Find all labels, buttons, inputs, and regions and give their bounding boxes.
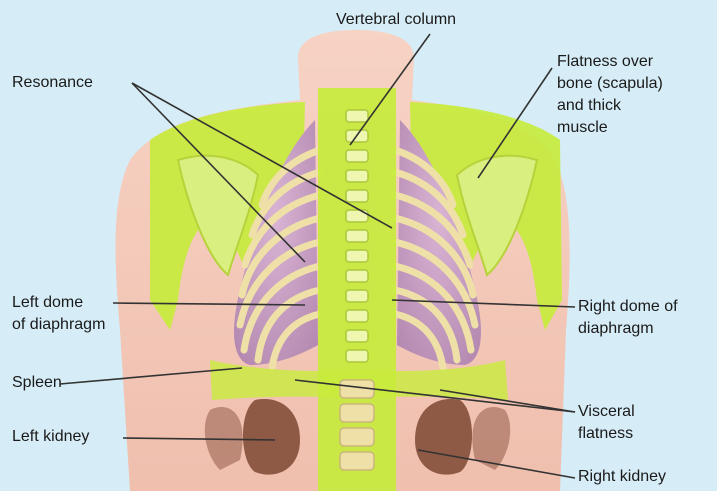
label-flatness-line-2: bone (scapula)	[557, 73, 663, 95]
label-left-kidney-text: Left kidney	[12, 426, 89, 448]
label-resonance: Resonance	[12, 72, 93, 94]
label-flatness-line-3: and thick	[557, 95, 663, 117]
label-flatness-line-1: Flatness over	[557, 51, 663, 73]
label-visceral-line-2: flatness	[578, 423, 635, 445]
label-visceral-flatness: Visceral flatness	[578, 401, 635, 445]
label-left-kidney: Left kidney	[12, 426, 89, 448]
label-right-kidney: Right kidney	[578, 466, 666, 488]
label-spleen-text: Spleen	[12, 372, 62, 394]
label-left-dome-line-1: Left dome	[12, 292, 105, 314]
label-right-dome: Right dome of diaphragm	[578, 296, 678, 340]
label-vertebral-column-text: Vertebral column	[336, 9, 456, 31]
label-flatness-line-4: muscle	[557, 117, 663, 139]
label-right-dome-line-1: Right dome of	[578, 296, 678, 318]
label-visceral-line-1: Visceral	[578, 401, 635, 423]
label-right-dome-line-2: diaphragm	[578, 318, 678, 340]
label-spleen: Spleen	[12, 372, 62, 394]
label-left-dome-line-2: of diaphragm	[12, 314, 105, 336]
label-right-kidney-text: Right kidney	[578, 466, 666, 488]
label-left-dome: Left dome of diaphragm	[12, 292, 105, 336]
label-vertebral-column: Vertebral column	[336, 9, 456, 31]
label-flatness: Flatness over bone (scapula) and thick m…	[557, 51, 663, 139]
label-resonance-text: Resonance	[12, 72, 93, 94]
